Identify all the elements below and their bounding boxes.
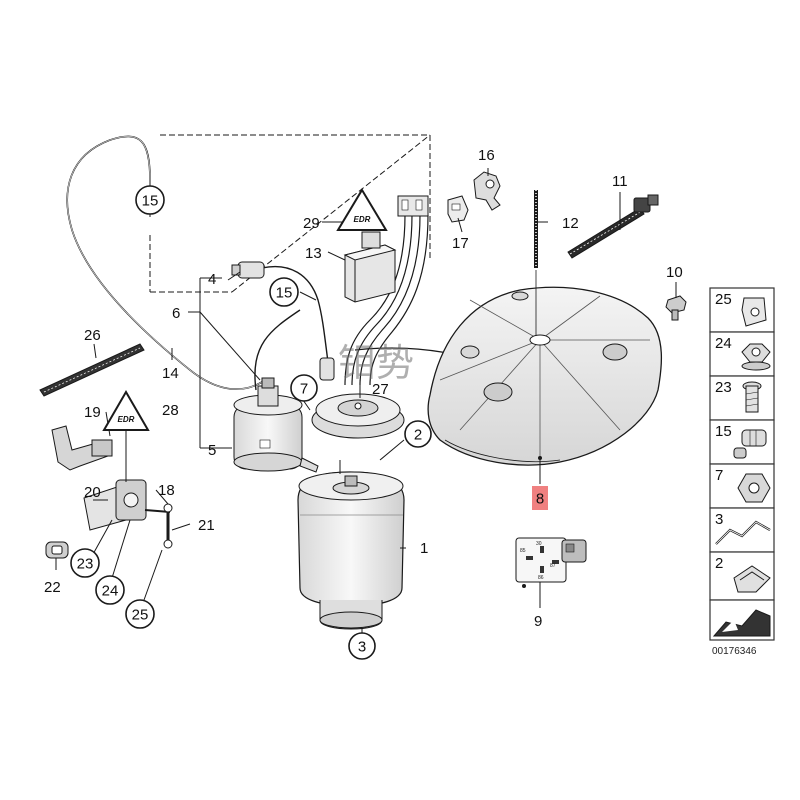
- hex-nut-icon: [737, 473, 771, 503]
- callout-29: 29: [303, 215, 320, 232]
- control-unit-13: [343, 231, 397, 303]
- assembly-dashed-outline: [149, 134, 431, 293]
- relay-9: 30 85 87 86: [515, 537, 587, 588]
- svg-text:23: 23: [77, 556, 94, 573]
- link-rod-21: [163, 503, 173, 549]
- callout-21: 21: [198, 517, 215, 534]
- retaining-clip-icon: [733, 565, 771, 593]
- side-item-arrow: [709, 599, 775, 641]
- callout-8-highlighted: 8: [532, 486, 548, 510]
- callout-27: 27: [372, 381, 389, 398]
- relay-pin-85: 85: [520, 548, 526, 554]
- svg-text:24: 24: [715, 335, 732, 352]
- callout-labels: 1 4 5 6 9 10 11 12 13 14 16 17 18 19 20 …: [44, 147, 683, 630]
- callout-22: 22: [44, 579, 61, 596]
- callout-20: 20: [84, 484, 101, 501]
- side-item-24: 24: [709, 331, 775, 377]
- circled-callouts: 15 15 7 2 3 23 24 25: [70, 185, 432, 660]
- callout-28: 28: [162, 402, 179, 419]
- air-spring-1: [297, 471, 405, 630]
- leader-lines: [55, 168, 677, 633]
- clip-17: [447, 195, 469, 223]
- svg-text:15: 15: [276, 285, 293, 302]
- svg-text:25: 25: [132, 607, 149, 624]
- callout-6: 6: [172, 305, 180, 322]
- callout-12: 12: [562, 215, 579, 232]
- height-sensor-20: [83, 479, 171, 531]
- pressure-reservoir-5: [233, 377, 319, 473]
- callout-16: 16: [478, 147, 495, 164]
- callout-11: 11: [612, 173, 628, 190]
- callout-23: 23: [70, 548, 100, 578]
- height-sensor-bracket-19: [51, 425, 113, 471]
- callout-19: 19: [84, 404, 101, 421]
- collar-nut-icon: [741, 343, 771, 371]
- air-line-hose: [66, 135, 263, 390]
- compressor-housing: [427, 286, 663, 466]
- callout-15-mid: 15: [269, 277, 299, 307]
- callout-4: 4: [208, 271, 216, 288]
- watermark: 钼势: [338, 341, 414, 385]
- svg-text:23: 23: [715, 379, 732, 396]
- side-item-7: 7: [709, 463, 775, 509]
- callout-26: 26: [84, 327, 101, 344]
- fitting-15-upper: [231, 261, 265, 279]
- svg-text:15: 15: [715, 423, 732, 440]
- svg-text:2: 2: [414, 427, 422, 444]
- svg-text:15: 15: [142, 193, 159, 210]
- relay-pin-87: 87: [550, 563, 556, 569]
- callout-24: 24: [95, 575, 125, 605]
- callout-10: 10: [666, 264, 683, 281]
- callout-13: 13: [305, 245, 322, 262]
- callout-15-upper: 15: [135, 185, 165, 215]
- cable-tie-11: [567, 194, 659, 259]
- warning-label-28: EDR: [118, 415, 135, 424]
- side-item-25: 25: [709, 287, 775, 333]
- callout-7: 7: [290, 374, 318, 402]
- mount-plate-27: [311, 393, 405, 439]
- warning-label-29: EDR: [354, 215, 371, 224]
- callout-18: 18: [158, 482, 175, 499]
- cable-tie-26: [39, 343, 145, 397]
- spring-clip-icon: [715, 520, 771, 545]
- svg-text:7: 7: [300, 381, 308, 398]
- svg-text:24: 24: [102, 583, 119, 600]
- warning-triangle-29: EDR: [336, 188, 388, 231]
- arrow-icon: [712, 609, 771, 637]
- side-item-23: 23: [709, 375, 775, 421]
- side-parts-panel: 25 24 23: [709, 287, 775, 657]
- side-item-15: 15: [709, 419, 775, 465]
- side-item-2: 2: [709, 551, 775, 601]
- screw-icon: [742, 381, 762, 413]
- relay-pin-30: 30: [536, 541, 542, 547]
- bolt-10: [665, 295, 687, 321]
- callout-8: 8: [536, 491, 544, 508]
- bracket-16: [473, 171, 501, 211]
- callout-14: 14: [162, 365, 179, 382]
- warning-triangle-28: EDR: [102, 390, 150, 431]
- harness-connector: [397, 195, 429, 217]
- svg-text:2: 2: [715, 555, 723, 572]
- callout-2: 2: [404, 420, 432, 448]
- air-line-fittings: [254, 265, 329, 391]
- wiring-harness: [344, 214, 471, 386]
- svg-text:3: 3: [358, 639, 366, 656]
- clip-nut-icon: [741, 297, 767, 327]
- diagram-code: 00176346: [712, 646, 757, 657]
- callout-3: 3: [348, 632, 376, 660]
- svg-text:3: 3: [715, 511, 723, 528]
- side-item-3: 3: [709, 507, 775, 553]
- callout-17: 17: [452, 235, 469, 252]
- connector-fitting-icon: [733, 429, 767, 459]
- svg-text:7: 7: [715, 467, 723, 484]
- callout-5: 5: [208, 442, 216, 459]
- callout-1: 1: [420, 540, 428, 557]
- fitting-lower: [319, 357, 335, 381]
- relay-pin-86: 86: [538, 575, 544, 581]
- callout-9: 9: [534, 613, 542, 630]
- callout-25: 25: [125, 599, 155, 629]
- svg-text:25: 25: [715, 291, 732, 308]
- grommet-22: [45, 541, 69, 559]
